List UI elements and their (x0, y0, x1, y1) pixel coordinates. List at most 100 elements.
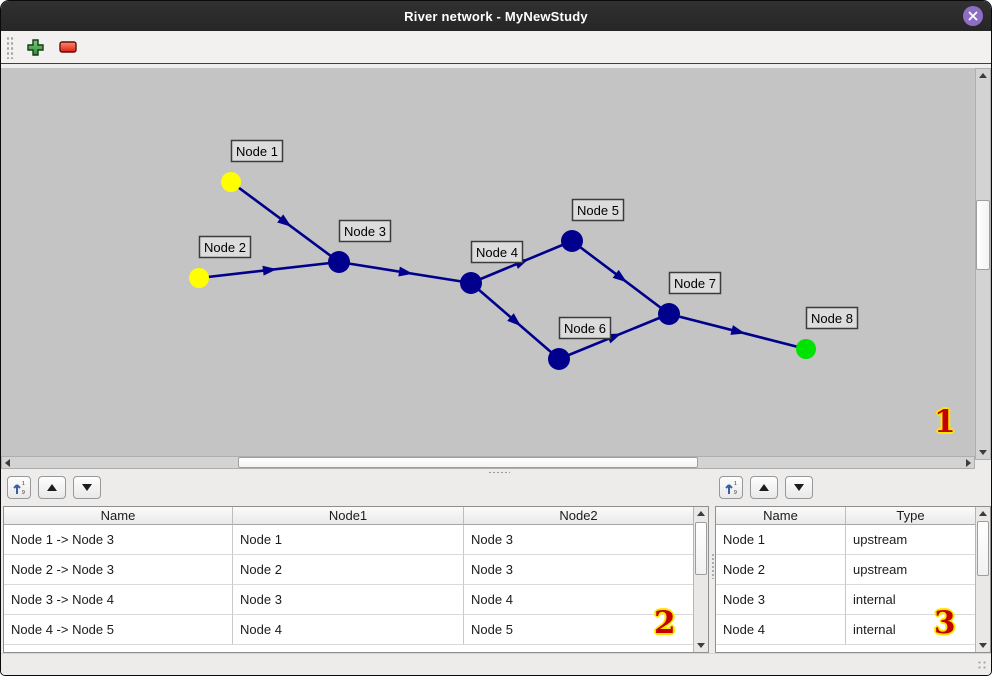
node-label-text: Node 8 (811, 311, 853, 326)
node-label-text: Node 1 (236, 144, 278, 159)
title-bar[interactable]: River network - MyNewStudy (1, 1, 991, 31)
nodes-scroll-thumb[interactable] (977, 521, 989, 576)
svg-text:1: 1 (734, 481, 737, 487)
node-label[interactable]: Node 8 (805, 306, 859, 330)
canvas-horizontal-scrollbar[interactable] (1, 456, 975, 469)
column-header[interactable]: Name (716, 507, 846, 525)
table-cell: internal (846, 585, 976, 615)
tables-splitter[interactable] (711, 475, 715, 653)
network-canvas[interactable]: Node 1 Node 2 Node 3 Node 4 Node 5 Node 6 Node… (1, 68, 975, 456)
scroll-down-icon[interactable] (697, 643, 705, 648)
river-node[interactable] (658, 303, 680, 325)
column-header[interactable]: Name (4, 507, 233, 525)
svg-text:9: 9 (22, 490, 25, 495)
column-header[interactable]: Node1 (233, 507, 464, 525)
down-arrow-icon (82, 484, 92, 491)
vertical-scroll-thumb[interactable] (976, 200, 990, 270)
node-label[interactable]: Node 7 (668, 271, 722, 295)
nodes-table-scrollbar[interactable] (975, 507, 990, 652)
scroll-down-icon[interactable] (979, 643, 987, 648)
table-cell: Node 3 (233, 585, 464, 615)
column-header[interactable]: Type (846, 507, 976, 525)
node-label-box (805, 306, 859, 330)
table-cell: Node 1 (716, 525, 846, 555)
node-label-text: Node 6 (564, 321, 606, 336)
node-label-box (338, 219, 392, 243)
node-label-text: Node 5 (577, 203, 619, 218)
node-label-box (558, 316, 612, 340)
move-reach-up-button[interactable] (38, 476, 66, 499)
table-cell: Node 4 -> Node 5 (4, 615, 233, 645)
scroll-right-icon[interactable] (966, 459, 971, 467)
sort-nodes-button[interactable]: 1 9 (719, 476, 743, 499)
river-node[interactable] (460, 272, 482, 294)
table-cell: Node 3 -> Node 4 (4, 585, 233, 615)
node-label[interactable]: Node 2 (198, 235, 252, 259)
table-cell: Node 2 (233, 555, 464, 585)
node-label[interactable]: Node 1 (230, 139, 284, 163)
sort-reaches-button[interactable]: 1 9 (7, 476, 31, 499)
river-network-diagram: Node 1 Node 2 Node 3 Node 4 Node 5 Node 6 Node… (189, 139, 859, 370)
up-arrow-icon (759, 484, 769, 491)
table-cell: Node 5 (464, 615, 694, 645)
table-cell: Node 4 (233, 615, 464, 645)
reaches-scroll-thumb[interactable] (695, 522, 707, 575)
river-node[interactable] (328, 251, 350, 273)
remove-node-button[interactable] (56, 35, 80, 59)
river-node[interactable] (221, 172, 241, 192)
scroll-up-icon[interactable] (979, 73, 987, 78)
node-label-text: Node 2 (204, 240, 246, 255)
flow-arrow-icon (277, 214, 292, 227)
table-cell: Node 2 -> Node 3 (4, 555, 233, 585)
river-node[interactable] (189, 268, 209, 288)
table-cell: Node 3 (464, 525, 694, 555)
close-button[interactable] (963, 6, 983, 26)
canvas-vertical-scrollbar[interactable] (975, 68, 991, 460)
nodes-toolbar: 1 9 (715, 475, 991, 499)
flow-arrow-icon (398, 266, 413, 277)
svg-text:9: 9 (734, 490, 737, 495)
resize-grip-icon[interactable] (977, 660, 987, 670)
node-label-box (230, 139, 284, 163)
svg-text:1: 1 (22, 481, 25, 487)
move-node-down-button[interactable] (785, 476, 813, 499)
add-node-button[interactable] (23, 35, 47, 59)
canvas-area: Node 1 Node 2 Node 3 Node 4 Node 5 Node 6 Node… (1, 68, 991, 469)
river-node[interactable] (561, 230, 583, 252)
toolbar (1, 31, 991, 64)
toolbar-drag-handle[interactable] (6, 35, 15, 59)
table-cell: upstream (846, 525, 976, 555)
move-node-up-button[interactable] (750, 476, 778, 499)
node-label[interactable]: Node 4 (470, 240, 524, 264)
node-label[interactable]: Node 3 (338, 219, 392, 243)
scroll-down-icon[interactable] (979, 450, 987, 455)
node-label[interactable]: Node 5 (571, 198, 625, 222)
reaches-table-scrollbar[interactable] (693, 507, 708, 652)
node-label[interactable]: Node 6 (558, 316, 612, 340)
river-node[interactable] (548, 348, 570, 370)
remove-minus-icon (59, 41, 77, 53)
river-node[interactable] (796, 339, 816, 359)
node-label-box (668, 271, 722, 295)
move-reach-down-button[interactable] (73, 476, 101, 499)
scroll-up-icon[interactable] (697, 511, 705, 516)
scroll-up-icon[interactable] (979, 511, 987, 516)
scroll-left-icon[interactable] (5, 459, 10, 467)
horizontal-scroll-thumb[interactable] (238, 457, 698, 468)
table-cell: upstream (846, 555, 976, 585)
panel-splitter[interactable] (1, 469, 991, 475)
column-header[interactable]: Node2 (464, 507, 694, 525)
